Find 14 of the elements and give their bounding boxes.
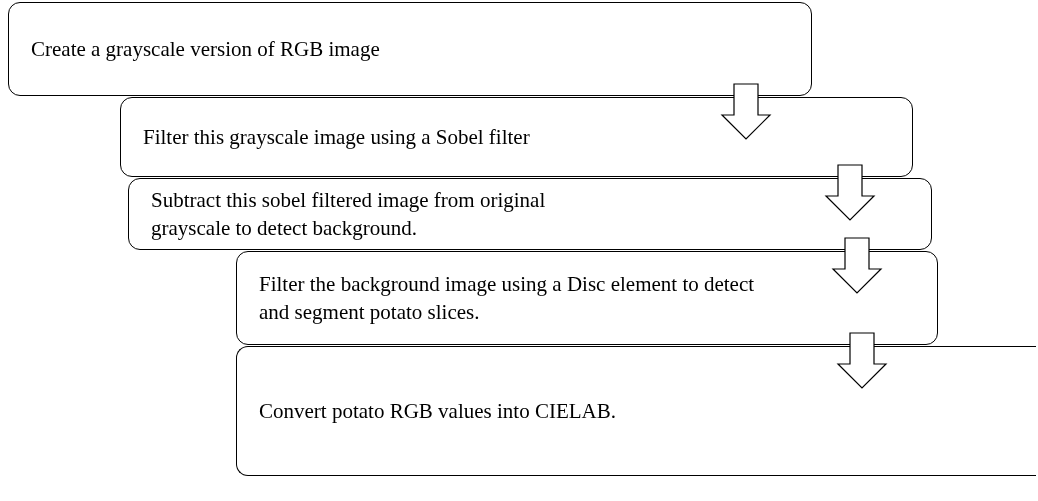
process-box — [236, 346, 1036, 476]
step-text: Filter the background image using a Disc element to detect and segment potato slices. — [259, 271, 756, 326]
step-text: Convert potato RGB values into CIELAB. — [259, 398, 616, 425]
block-arrow — [824, 164, 876, 221]
block-arrow — [720, 83, 772, 140]
process-box — [128, 178, 932, 250]
process-box — [120, 97, 913, 177]
step-text: Subtract this sobel filtered image from original grayscale to detect background. — [151, 187, 547, 242]
step-text: Filter this grayscale image using a Sobel filter — [143, 124, 530, 151]
block-arrow — [831, 237, 883, 294]
block-arrow — [836, 332, 888, 389]
process-box — [236, 251, 938, 345]
process-box — [8, 2, 812, 96]
step-text: Create a grayscale version of RGB image — [31, 36, 380, 63]
